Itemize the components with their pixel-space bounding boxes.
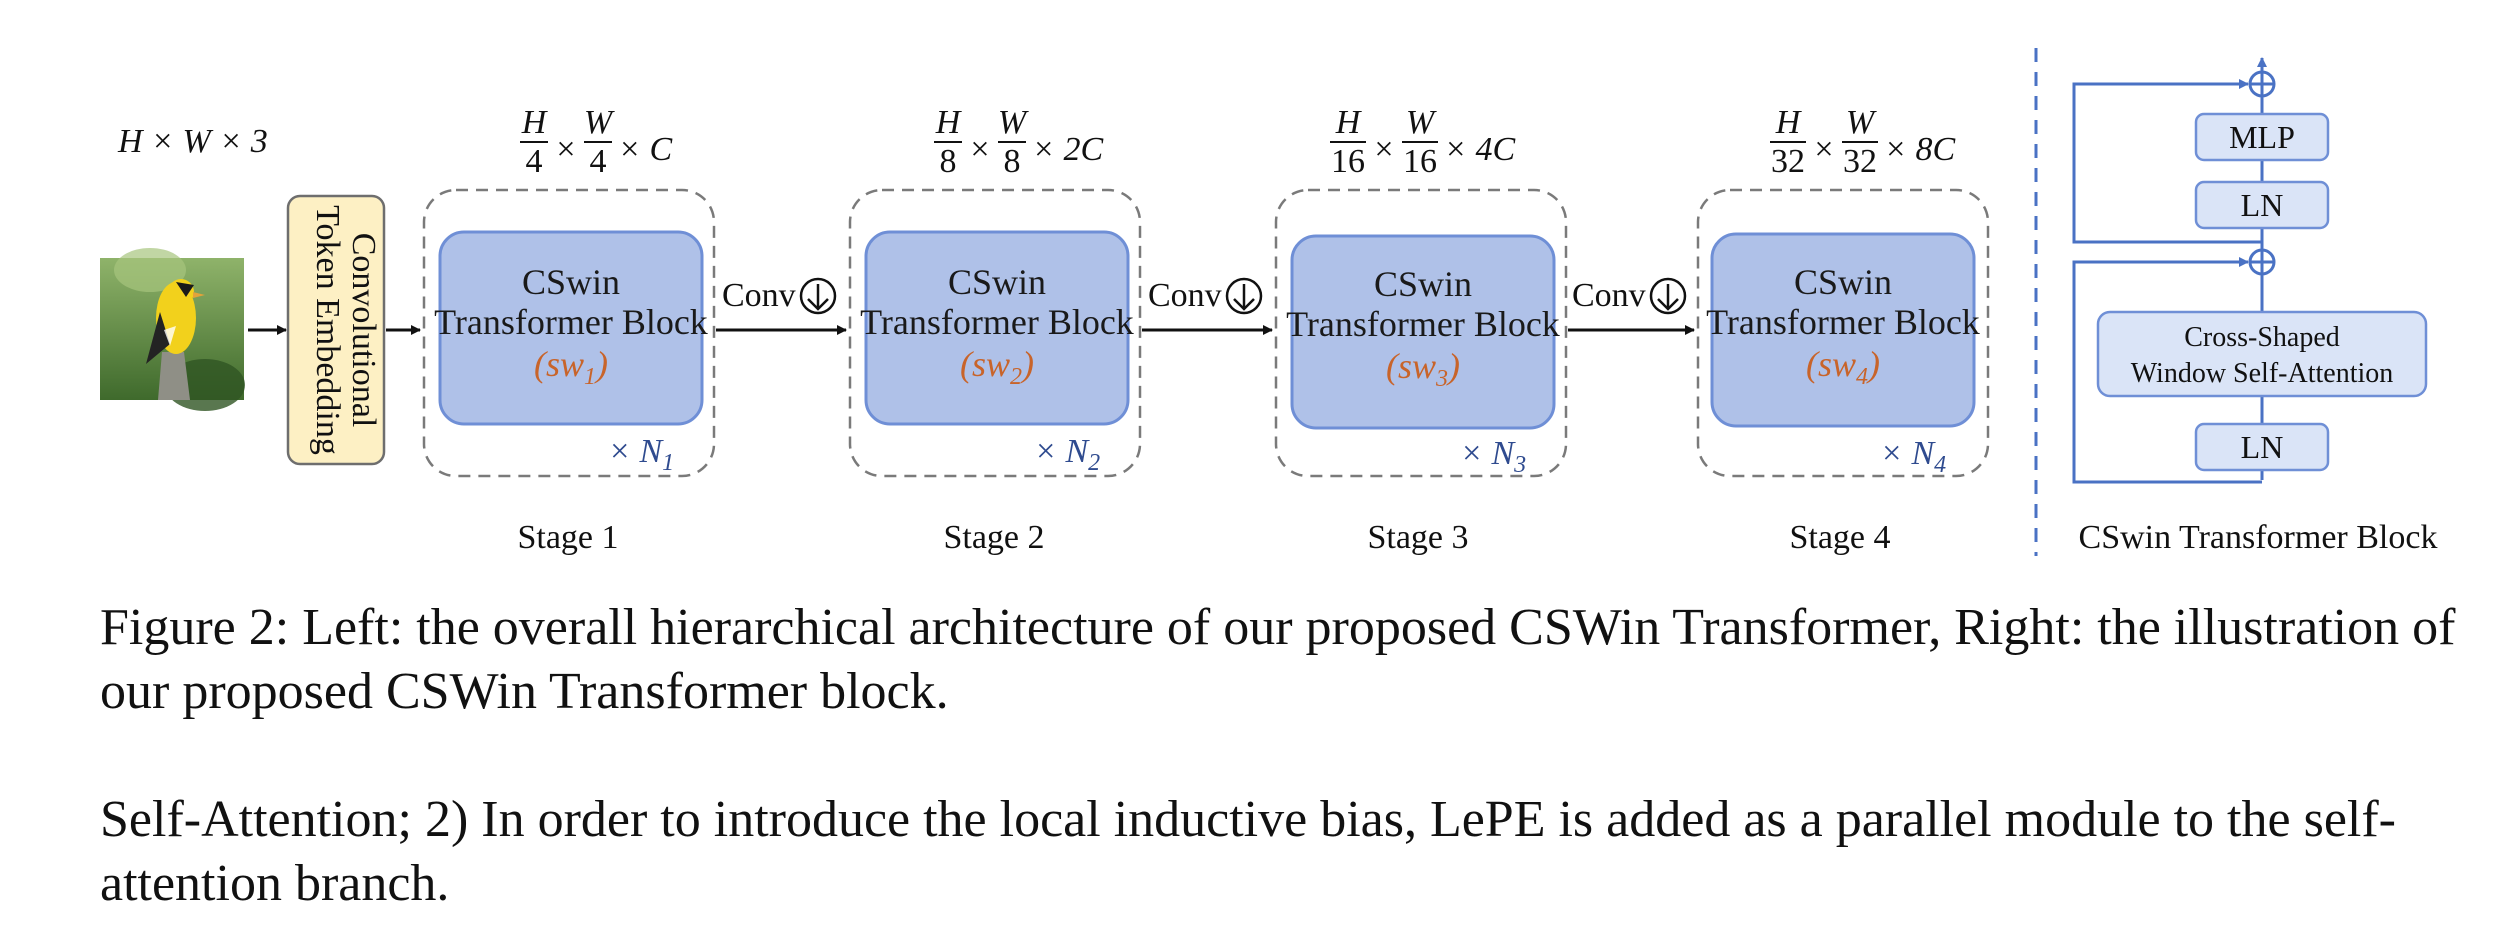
stage-4-block (1710, 232, 1976, 428)
stage-3-repeat: × N3 (1460, 435, 1526, 478)
stage-3-container (1274, 188, 1568, 478)
stage-4-container (1696, 188, 1990, 478)
downsample-3: Conv (1568, 277, 1695, 335)
attention-label-2: Window Self-Attention (2131, 358, 2394, 389)
input-dims: H × W × 3 (117, 123, 268, 160)
down-arrow-icon (1225, 277, 1263, 315)
ln-bottom-box (2194, 422, 2330, 472)
attention-label-1: Cross-Shaped (2184, 322, 2340, 353)
stage-3-block (1290, 234, 1556, 430)
stage-2-container (848, 188, 1142, 478)
stage-1-repeat: × N1 (608, 433, 674, 476)
svg-text:W: W (584, 104, 615, 141)
stage-4-block-title: CSwin (1794, 262, 1892, 302)
svg-text:16: 16 (1403, 143, 1437, 180)
conv-label-1: Conv (722, 277, 796, 314)
stage-2-label: Stage 2 (943, 519, 1044, 556)
stage-1-block-title: CSwin (522, 262, 620, 302)
svg-text:× 2C: × 2C (1032, 131, 1103, 168)
stage-2-block-subtitle: Transformer Block (860, 302, 1134, 342)
downsample-2: Conv (1142, 277, 1273, 335)
stage-4-dims: H 32 × W 32 × 8C (1770, 104, 1955, 180)
stage-4-repeat: × N4 (1880, 435, 1946, 478)
ln-top-box (2194, 180, 2330, 230)
ln-bottom-label: LN (2241, 429, 2284, 465)
add-icon (2248, 70, 2276, 98)
stage-1: H 4 × W 4 × C CSwin Transformer Block (s… (422, 104, 716, 556)
stage-1-sw: (sw1) (534, 344, 608, 390)
stage-4-label: Stage 4 (1789, 519, 1890, 556)
svg-text:4: 4 (590, 143, 607, 180)
stage-4-block-subtitle: Transformer Block (1706, 302, 1980, 342)
body-text: Self-Attention; 2) In order to introduce… (100, 791, 2396, 912)
stage-2: H 8 × W 8 × 2C CSwin Transformer Block (… (848, 104, 1142, 556)
svg-text:×: × (1374, 131, 1393, 168)
svg-text:W: W (1846, 104, 1877, 141)
svg-text:H: H (1335, 104, 1363, 141)
stage-2-repeat: × N2 (1034, 433, 1100, 476)
ln-top-label: LN (2241, 187, 2284, 223)
token-embedding-box: Convolutional Token Embedding (286, 194, 386, 466)
svg-text:× C: × C (618, 131, 672, 168)
stage-3-label: Stage 3 (1367, 519, 1468, 556)
stage-1-container (422, 188, 716, 478)
mlp-label: MLP (2229, 119, 2295, 155)
architecture-diagram: H × W × 3 Convolutional Token Embedding … (100, 48, 2438, 556)
svg-text:H: H (521, 104, 549, 141)
stage-1-dims: H 4 × W 4 × C (520, 104, 672, 180)
svg-text:W: W (1406, 104, 1437, 141)
stage-4: H 32 × W 32 × 8C CSwin Transformer Block… (1696, 104, 1990, 556)
svg-text:32: 32 (1771, 143, 1805, 180)
attention-box (2096, 310, 2428, 398)
svg-text:8: 8 (1004, 143, 1021, 180)
svg-text:W: W (998, 104, 1029, 141)
stage-3-dims: H 16 × W 16 × 4C (1330, 104, 1515, 180)
stage-3-sw: (sw3) (1386, 346, 1460, 392)
token-embedding-label-2: Token Embedding (309, 205, 346, 455)
stage-3-block-title: CSwin (1374, 264, 1472, 304)
stage-2-dims: H 8 × W 8 × 2C (934, 104, 1103, 180)
residual-connection-top (2072, 79, 2262, 244)
stage-1-block (438, 230, 704, 426)
down-arrow-icon (799, 277, 837, 315)
stage-2-block (864, 230, 1130, 426)
stage-3-block-subtitle: Transformer Block (1286, 304, 1560, 344)
svg-text:×: × (1814, 131, 1833, 168)
svg-text:H: H (935, 104, 963, 141)
figure-caption: Figure 2: Left: the overall hierarchical… (100, 599, 2456, 720)
svg-text:×: × (556, 131, 575, 168)
downsample-1: Conv (716, 277, 847, 335)
svg-text:×: × (970, 131, 989, 168)
stage-1-label: Stage 1 (517, 519, 618, 556)
svg-text:4: 4 (526, 143, 543, 180)
svg-text:32: 32 (1843, 143, 1877, 180)
add-icon (2248, 248, 2276, 276)
residual-connection-bottom (2072, 257, 2262, 484)
block-detail: MLP LN Cross-Shaped Window Self-Attentio… (2072, 57, 2438, 556)
svg-text:8: 8 (940, 143, 957, 180)
stage-4-sw: (sw4) (1806, 344, 1880, 390)
stage-2-sw: (sw2) (960, 344, 1034, 390)
stage-2-block-title: CSwin (948, 262, 1046, 302)
stage-1-block-subtitle: Transformer Block (434, 302, 708, 342)
input-image (100, 248, 245, 411)
stage-3: H 16 × W 16 × 4C CSwin Transformer Block… (1274, 104, 1568, 556)
block-detail-title: CSwin Transformer Block (2079, 519, 2438, 556)
svg-text:16: 16 (1331, 143, 1365, 180)
svg-text:× 4C: × 4C (1444, 131, 1515, 168)
conv-label-2: Conv (1148, 277, 1222, 314)
svg-text:× 8C: × 8C (1884, 131, 1955, 168)
mlp-box (2194, 112, 2330, 162)
down-arrow-icon (1649, 277, 1687, 315)
svg-text:H: H (1775, 104, 1803, 141)
token-embedding-label-1: Convolutional (345, 233, 382, 428)
conv-label-3: Conv (1572, 277, 1646, 314)
